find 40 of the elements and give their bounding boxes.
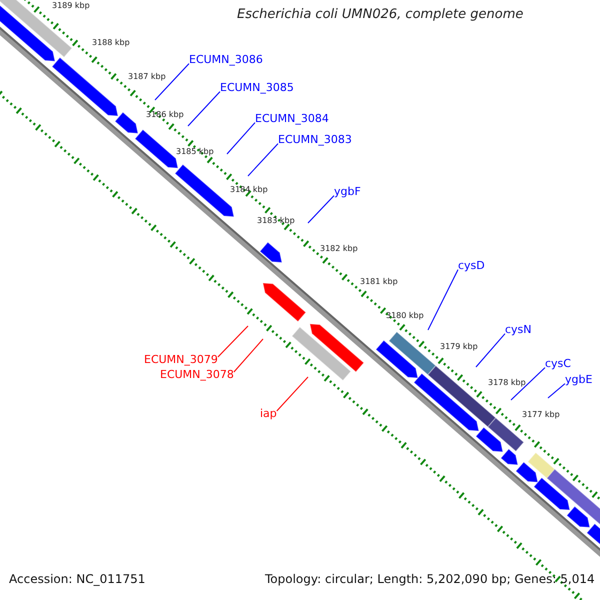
gene-label: ECUMN_3084	[255, 113, 329, 126]
gene-label: ECUMN_3079	[144, 354, 218, 367]
leader-line	[548, 383, 566, 398]
tick-label: 3183 kbp	[257, 216, 295, 226]
tick-label: 3186 kbp	[146, 110, 184, 120]
tick-label: 3179 kbp	[440, 342, 478, 352]
gene-label: ECUMN_3086	[189, 54, 263, 67]
tick-label: 3188 kbp	[92, 38, 130, 48]
leader-line	[217, 326, 248, 358]
gene-label: iap	[260, 408, 277, 421]
tick-label: 3181 kbp	[360, 277, 398, 286]
leader-line	[226, 122, 256, 154]
tick-label: 3180 kbp	[386, 311, 424, 320]
tick-label: 3184 kbp	[230, 185, 268, 194]
tick-label: 3177 kbp	[522, 410, 560, 420]
gene-label: ygbE	[565, 374, 592, 387]
gene-label: ECUMN_3078	[160, 369, 234, 382]
leader-line	[276, 376, 308, 412]
leader-line	[510, 367, 546, 400]
leader-line	[476, 333, 506, 368]
leader-line	[248, 143, 278, 176]
tick-label: 3189 kbp	[52, 1, 90, 10]
leader-line	[188, 91, 220, 126]
tick-label: 3182 kbp	[320, 244, 358, 254]
leader-line	[428, 269, 458, 330]
leader-line	[233, 338, 264, 372]
gene-label: ECUMN_3085	[220, 82, 294, 95]
diagram-title: Escherichia coli UMN026, complete genome	[237, 8, 524, 23]
leader-line	[308, 195, 334, 224]
tick-label: 3187 kbp	[128, 72, 166, 82]
accession-label: Accession: NC_011751	[9, 573, 146, 587]
gene-label: cysC	[545, 358, 571, 371]
genome-summary: Topology: circular; Length: 5,202,090 bp; Genes: 5,014	[265, 573, 595, 587]
leader-line	[154, 63, 190, 100]
gene-label: cysD	[458, 260, 485, 273]
tick-label: 3185 kbp	[176, 147, 214, 156]
tick-label: 3178 kbp	[488, 378, 526, 388]
gene-label: ygbF	[334, 186, 361, 199]
gene-label: ECUMN_3083	[278, 134, 352, 147]
gene-label: cysN	[505, 324, 532, 337]
